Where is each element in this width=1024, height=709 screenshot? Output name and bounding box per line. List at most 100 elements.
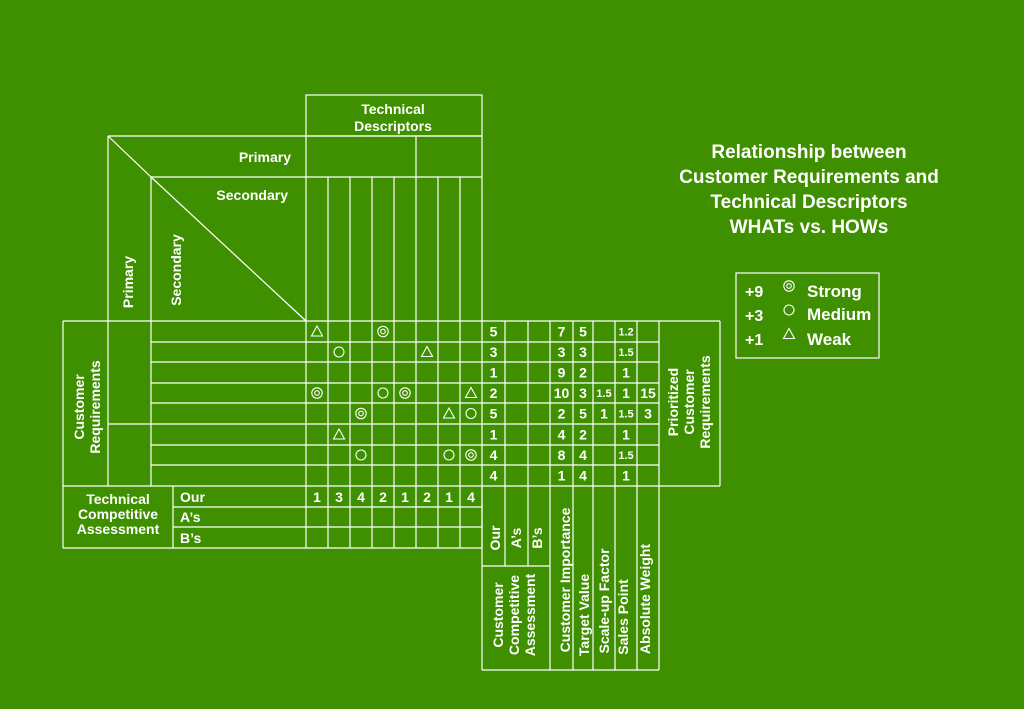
technical-assessment-our-value: 1 xyxy=(313,489,321,505)
priority-value: 1 xyxy=(622,365,630,381)
priority-column-label-scale-up-factor: Scale-up Factor xyxy=(596,548,612,654)
priority-value: 1 xyxy=(622,468,630,484)
priority-value: 3 xyxy=(579,385,587,401)
priority-value: 1 xyxy=(600,406,608,422)
customer-assessment-label-line2: Competitive xyxy=(506,575,522,655)
relationship-weak-symbol xyxy=(442,406,456,419)
customer-assessment-label-line1: Customer xyxy=(490,582,506,648)
priority-value: 3 xyxy=(558,344,566,360)
priority-value: 1 xyxy=(622,385,630,401)
customer-assessment-our-value: 1 xyxy=(490,427,498,443)
relationship-medium-symbol xyxy=(377,387,389,399)
relationship-strong-symbol-inner xyxy=(358,410,364,417)
relationship-strong-symbol-inner xyxy=(380,328,386,335)
prioritized-requirements-label-line3: Requirements xyxy=(697,355,713,449)
cca-column-label-b: B’s xyxy=(529,527,545,548)
relationship-medium-symbol xyxy=(465,407,477,420)
relationship-weak-symbol xyxy=(332,427,346,440)
relationship-strong-symbol-inner xyxy=(314,390,320,396)
priority-value: 2 xyxy=(558,406,566,422)
priority-value: 15 xyxy=(640,385,656,401)
legend-strong-symbol-inner xyxy=(786,283,792,289)
legend-strong-symbol-outer xyxy=(783,280,795,292)
legend-symbols xyxy=(782,280,796,340)
secondary-label-vertical: Secondary xyxy=(168,234,184,306)
matrix-grid-lines xyxy=(62,94,721,671)
relationship-strong-symbol-outer xyxy=(311,387,323,399)
priority-column-label-target-value: Target Value xyxy=(576,574,592,656)
legend-label-medium: Medium xyxy=(807,305,871,324)
priority-value: 1.2 xyxy=(618,327,633,339)
customer-requirements-label-line1: Customer xyxy=(71,374,87,440)
priority-value: 4 xyxy=(579,468,587,484)
tca-row-label-b: B’s xyxy=(180,530,201,546)
technical-assessment-our-value: 3 xyxy=(335,489,343,505)
legend-medium-symbol xyxy=(783,304,795,316)
tca-row-label-a: A’s xyxy=(180,509,201,525)
prioritized-requirements-label-line2: Customer xyxy=(681,369,697,435)
secondary-label-horizontal: Secondary xyxy=(216,187,288,203)
relationship-medium-symbol xyxy=(333,346,345,358)
priority-value: 5 xyxy=(579,406,587,422)
customer-assessment-our-value: 5 xyxy=(490,406,498,422)
priority-value: 4 xyxy=(579,447,587,463)
priority-value: 1.5 xyxy=(618,409,633,421)
technical-assessment-our-value: 2 xyxy=(423,489,431,505)
customer-assessment-our-value: 5 xyxy=(490,324,498,340)
technical-assessment-our-value: 4 xyxy=(357,489,365,505)
relationship-strong-symbol-inner xyxy=(402,390,408,396)
relationship-strong-symbol-outer xyxy=(377,325,389,338)
relationship-weak-symbol xyxy=(420,345,434,358)
relationship-strong-symbol-inner xyxy=(468,452,474,458)
priority-value: 1.5 xyxy=(618,450,633,462)
customer-assessment-label-line3: Assessment xyxy=(522,573,538,656)
legend-label-weak: Weak xyxy=(807,330,852,349)
corner-diagonal-lower xyxy=(150,176,307,322)
customer-assessment-our-value: 3 xyxy=(490,344,498,360)
priority-value: 5 xyxy=(579,324,587,340)
customer-assessment-our-value: 4 xyxy=(490,468,498,484)
technical-descriptors-label-line2: Descriptors xyxy=(354,118,432,134)
relationship-weak-symbol xyxy=(310,324,324,337)
priority-value: 1.5 xyxy=(618,347,633,359)
customer-assessment-our-value: 2 xyxy=(490,385,498,401)
customer-requirements-label-line2: Requirements xyxy=(87,360,103,454)
relationship-medium-symbol xyxy=(443,449,455,461)
corner-diagonal-upper xyxy=(107,135,152,178)
priority-value: 8 xyxy=(558,447,566,463)
relationship-symbols xyxy=(310,324,478,461)
prioritized-requirements-label-line1: Prioritized xyxy=(665,368,681,436)
legend-value-weak: +1 xyxy=(745,332,763,349)
cca-column-label-our: Our xyxy=(487,525,503,550)
technical-descriptors-label-line1: Technical xyxy=(361,101,425,117)
priority-value: 7 xyxy=(558,324,566,340)
priority-value: 1 xyxy=(558,468,566,484)
legend-label-strong: Strong xyxy=(807,282,862,301)
relationship-strong-symbol-outer xyxy=(399,387,411,399)
technical-assessment-label-line1: Technical xyxy=(86,491,150,507)
diagram-title-line1: Relationship between xyxy=(711,142,906,163)
priority-value: 3 xyxy=(579,344,587,360)
priority-value: 1 xyxy=(622,427,630,443)
relationship-strong-symbol-outer xyxy=(465,449,477,461)
diagram-title-line4: WHATs vs. HOWs xyxy=(730,217,889,238)
legend-box xyxy=(735,272,880,359)
technical-assessment-our-value: 1 xyxy=(445,489,453,505)
priority-value: 4 xyxy=(558,427,566,443)
relationship-strong-symbol-outer xyxy=(355,407,367,420)
legend: +9 Strong +3 Medium +1 Weak xyxy=(735,272,880,359)
primary-label-vertical: Primary xyxy=(120,256,136,308)
primary-label-horizontal: Primary xyxy=(239,149,291,165)
priority-value: 2 xyxy=(579,427,587,443)
customer-assessment-our-value: 1 xyxy=(490,365,498,381)
priority-value: 9 xyxy=(558,365,566,381)
relationship-medium-symbol xyxy=(355,449,367,461)
technical-assessment-label-line2: Competitive xyxy=(78,506,158,522)
priority-value: 3 xyxy=(644,406,652,422)
technical-assessment-our-value: 1 xyxy=(401,489,409,505)
diagram-title-line3: Technical Descriptors xyxy=(710,192,907,213)
priority-column-label-customer-importance: Customer Importance xyxy=(557,507,573,652)
relationship-weak-symbol xyxy=(464,386,478,399)
priority-value: 10 xyxy=(554,385,570,401)
